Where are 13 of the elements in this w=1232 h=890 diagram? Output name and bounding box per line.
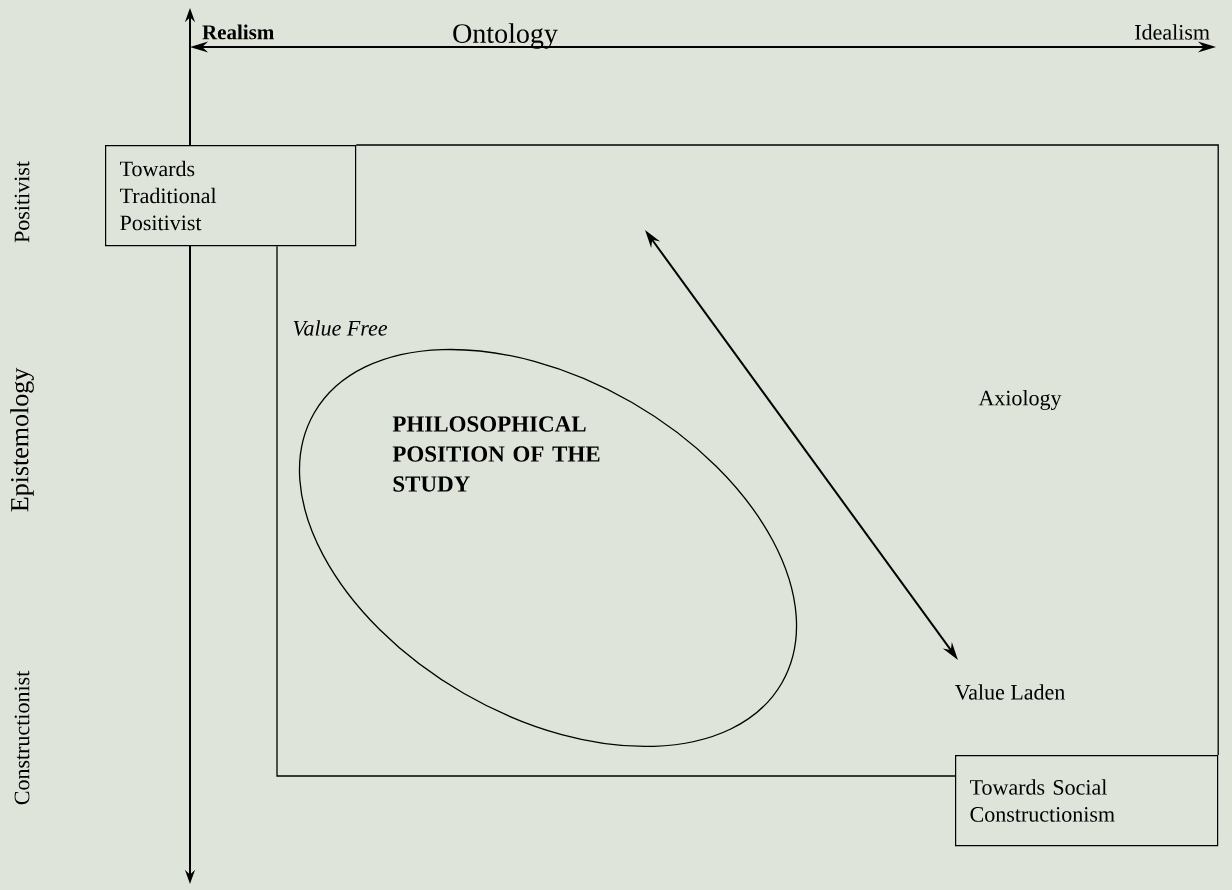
text-box: Towards Traditional Positivist xyxy=(105,145,357,247)
axis-label: Value Laden xyxy=(955,684,1065,700)
text-box: Towards Social Constructionism xyxy=(955,755,1219,847)
connector-line xyxy=(276,245,956,777)
axis-label: Realism xyxy=(202,24,274,40)
axis-label: Positivist xyxy=(14,161,30,243)
axis-label: Idealism xyxy=(1135,24,1210,40)
axis-label: Constructionist xyxy=(14,670,30,805)
axis-title: Ontology xyxy=(453,23,558,49)
axis-title: Epistemology xyxy=(10,367,34,512)
axis-label: Value Free xyxy=(293,320,388,336)
axis-title: Axiology xyxy=(978,390,1062,410)
connector-line xyxy=(355,144,1219,756)
